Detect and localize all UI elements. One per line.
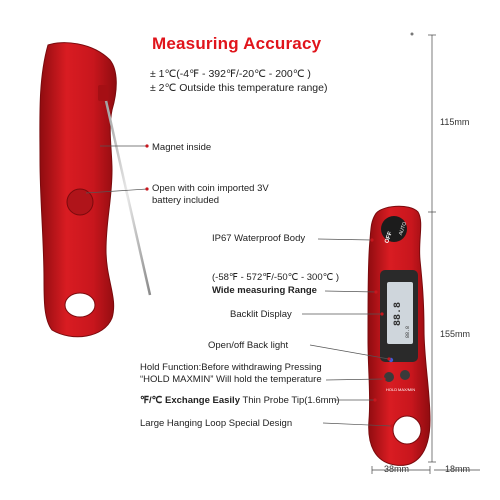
probe-hinge [98, 85, 108, 101]
waterproof-label: IP67 Waterproof Body [212, 233, 306, 244]
dimension-lines [371, 34, 480, 474]
max-min-button-label: MAX/MIN [398, 387, 415, 392]
display-reading: 88.8 [393, 302, 404, 326]
probe-tip-label: Thin Probe Tip(1.6mm) [242, 395, 340, 406]
magnet-label: Magnet inside [152, 142, 212, 153]
backlight-label: Open/off Back light [208, 340, 289, 351]
battery-label-2: battery included [152, 195, 220, 206]
power-button[interactable] [381, 216, 407, 242]
folded-probe [102, 91, 152, 296]
folded-hanging-loop [64, 292, 96, 318]
hold-label-1: Hold Function:Before withdrawing Pressin… [140, 362, 322, 373]
battery-lid [66, 188, 94, 216]
accuracy-line-2: ± 2℃ Outside this temperature range) [150, 82, 328, 94]
loop-label: Large Hanging Loop Special Design [140, 418, 293, 429]
unfolded-thermometer: AUTO OFF 88.8 88.8 HOLD MAX/MIN [367, 32, 431, 466]
width-dimension: 38mm [384, 464, 410, 474]
folded-thermometer [39, 42, 152, 338]
hold-button[interactable] [384, 372, 394, 382]
lcd-display [387, 282, 413, 344]
hold-label-2: “HOLD MAXMIN” Will hold the temperature [140, 374, 322, 385]
probe-length-dimension: 115mm [440, 117, 470, 127]
display-secondary: 88.8 [405, 326, 411, 338]
battery-label-1: Open with coin imported 3V [152, 183, 269, 194]
accuracy-line-1: ± 1℃(-4℉ - 392℉/-20℃ - 200℃ ) [150, 68, 311, 80]
exchange-label: ℉/℃ Exchange Easily [140, 395, 240, 406]
hanging-loop [392, 415, 422, 445]
off-label: OFF [384, 231, 394, 245]
leader-dots [145, 144, 394, 428]
range-label-2: Wide measuring Range [212, 285, 317, 296]
backlit-label: Backlit Display [230, 309, 292, 320]
max-min-button[interactable] [400, 370, 410, 380]
body-length-dimension: 155mm [440, 329, 471, 339]
thickness-dimension: 18mm [445, 464, 471, 474]
page-title: Measuring Accuracy [152, 34, 322, 53]
range-label-1: (-58℉ - 572℉/-50℃ - 300℃ ) [212, 272, 340, 283]
auto-label: AUTO [398, 221, 408, 236]
probe-tip [410, 32, 414, 36]
leader-lines [85, 145, 393, 427]
hold-button-label: HOLD [386, 387, 397, 392]
